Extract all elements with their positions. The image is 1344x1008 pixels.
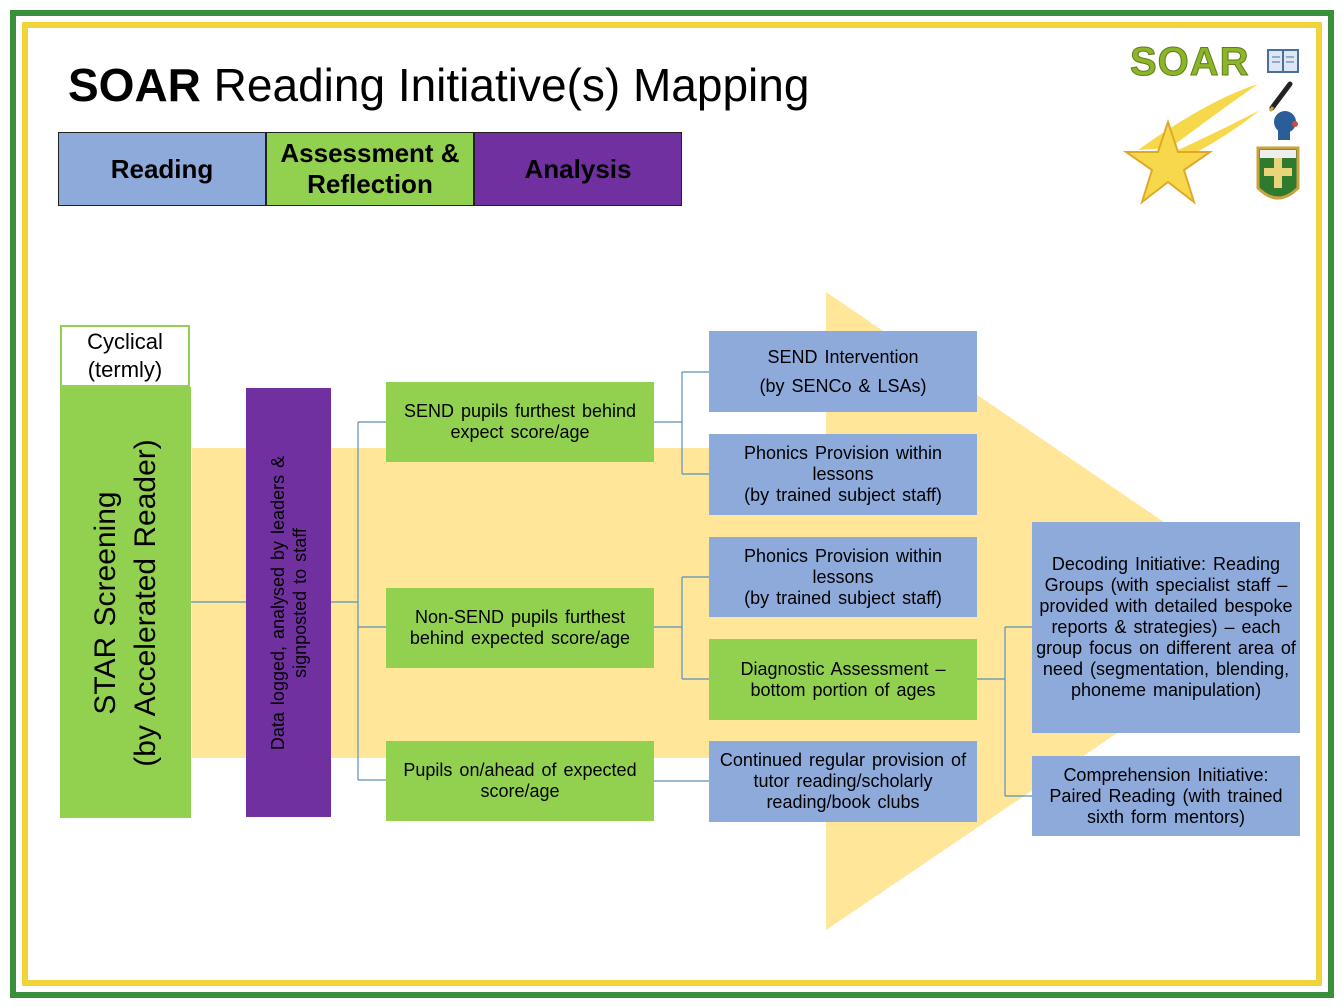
decoding-initiative-box: Decoding Initiative: Reading Groups (wit… [1032, 522, 1300, 733]
page-title: SOAR Reading Initiative(s) Mapping [68, 59, 810, 111]
legend-analysis: Analysis [474, 132, 682, 206]
data-logged-box: Data logged, analysed by leaders & signp… [246, 388, 331, 817]
data-logged-text: Data logged, analysed by leaders & signp… [267, 455, 310, 750]
continued-provision-box: Continued regular provision of tutor rea… [709, 741, 977, 822]
pen-icon [1268, 81, 1293, 112]
group-send: SEND pupils furthest behind expect score… [386, 382, 654, 462]
diagnostic-assessment-box: Diagnostic Assessment – bottom portion o… [709, 639, 977, 720]
star-screening-box: STAR Screening (by Accelerated Reader) [60, 387, 191, 818]
outer-frame [10, 10, 1334, 998]
star-icon [1122, 84, 1260, 205]
group-on-ahead: Pupils on/ahead of expected score/age [386, 741, 654, 821]
cyclical-label: Cyclical (termly) [60, 325, 190, 387]
speaking-head-icon [1274, 111, 1298, 140]
book-icon [1267, 49, 1299, 73]
phonics-provision-box-2: Phonics Provision within lessons (by tra… [709, 537, 977, 617]
send-intervention-box: SEND Intervention (by SENCo & LSAs) [709, 331, 977, 412]
legend-reading: Reading [58, 132, 266, 206]
comprehension-initiative-box: Comprehension Initiative: Paired Reading… [1032, 756, 1300, 836]
star-screening-text: STAR Screening (by Accelerated Reader) [88, 438, 162, 767]
logo-text: SOAR [1130, 40, 1250, 85]
group-non-send: Non-SEND pupils furthest behind expected… [386, 588, 654, 668]
school-crest-icon [1256, 146, 1300, 200]
soar-logo: SOAR [1108, 40, 1308, 215]
legend-assessment: Assessment & Reflection [266, 132, 474, 206]
phonics-provision-box-1: Phonics Provision within lessons (by tra… [709, 434, 977, 515]
inner-frame [22, 22, 1322, 986]
